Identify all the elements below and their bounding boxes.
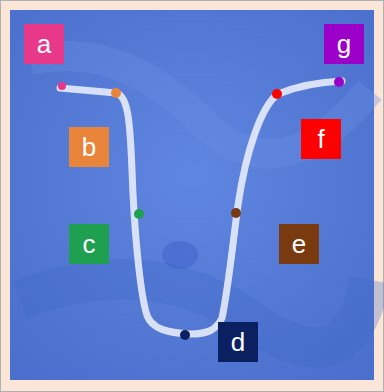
letter-label-box: g [324,24,364,64]
letter-label-box: c [69,224,109,264]
letter-label: g [337,31,351,57]
letter-label: f [317,126,324,152]
letter-label-box: f [301,119,341,159]
letter-label-box: a [24,24,64,64]
letter-label: d [231,329,245,355]
letter-label-box: d [218,322,258,362]
letter-label: e [292,231,306,257]
letter-label: a [37,31,51,57]
letter-label-box: b [69,127,109,167]
letter-label-box: e [279,224,319,264]
letter-label: b [82,134,96,160]
letter-label: c [83,231,96,257]
